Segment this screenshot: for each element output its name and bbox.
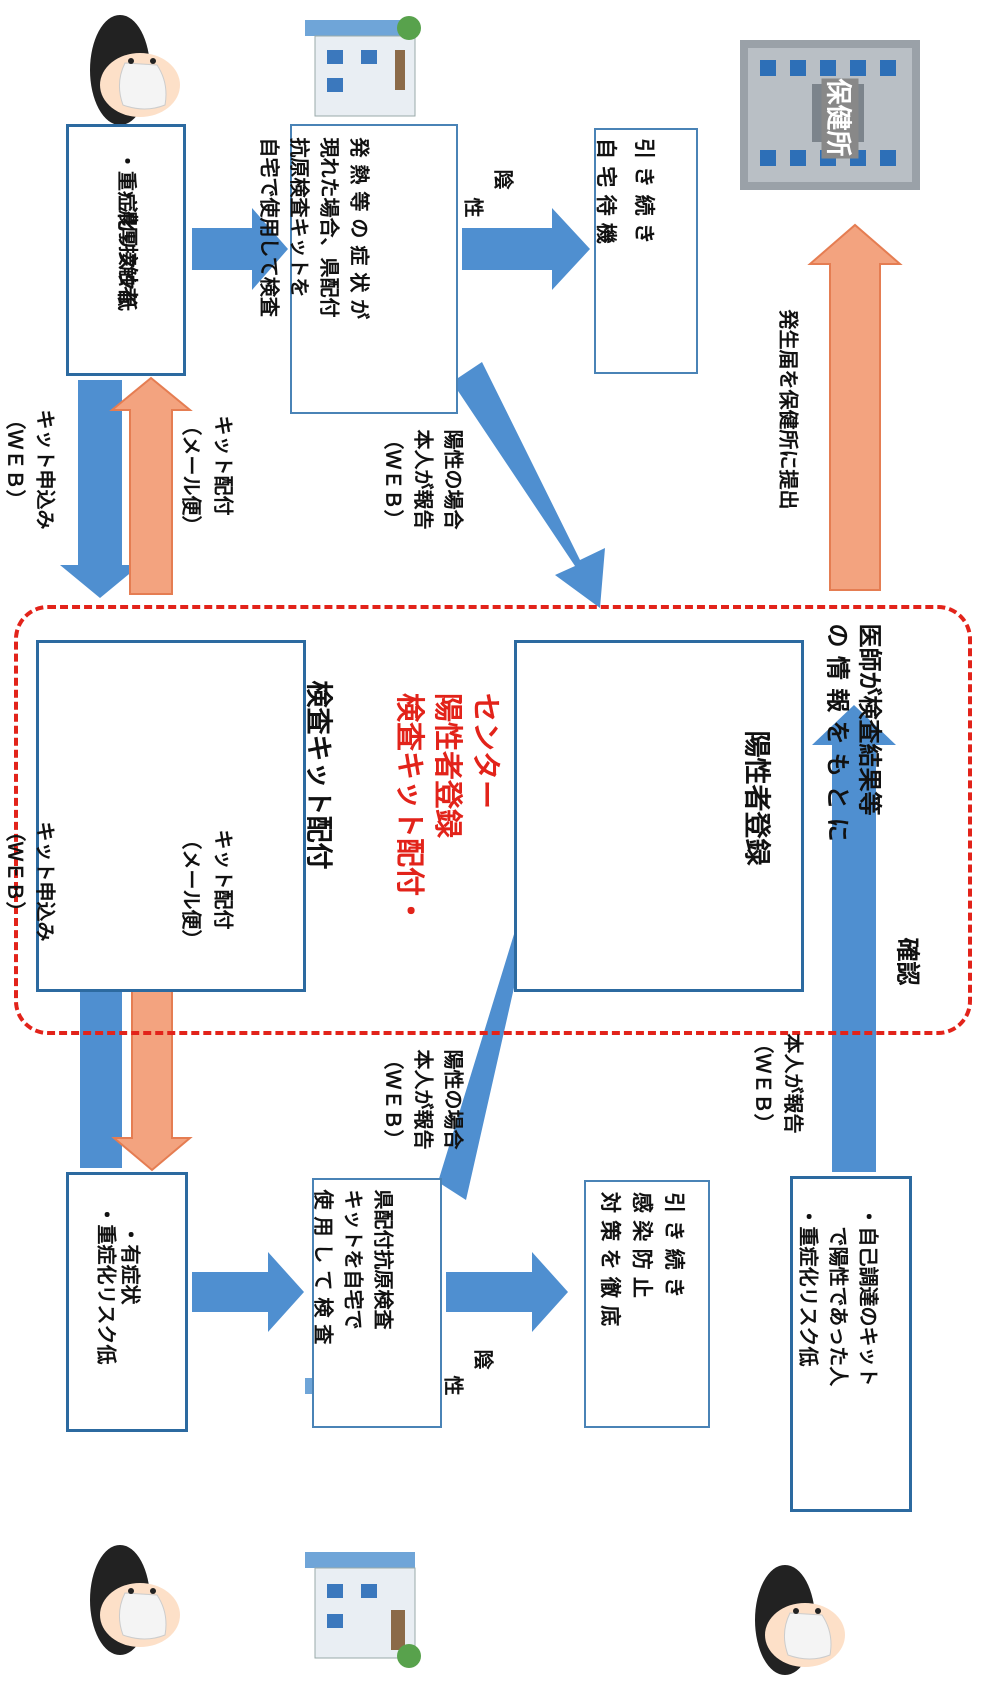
center-name-line1: 検査キット配付・ — [393, 693, 427, 926]
top-positive-label-line2: 本人が報告 — [411, 429, 436, 530]
top-test-line1: 発 熱 等 の 症 状 が — [347, 137, 372, 320]
house-icon-top — [305, 16, 421, 117]
top-negative-box — [594, 128, 698, 374]
kit-box-title: 検査キット配付 — [302, 680, 334, 870]
top-positive-label-line3: （ＷＥＢ） — [381, 429, 406, 530]
top-test-line2: 現れた場合、県配付 — [317, 137, 342, 318]
health-center-sign: 保健所 — [821, 78, 859, 159]
self-report-label-line1: 本人が報告 — [781, 1033, 806, 1134]
bottom-negative-label-line1: 陰 — [471, 1349, 496, 1370]
person-icon-top — [90, 15, 180, 125]
top-deliver-arrow — [109, 376, 193, 595]
top-negative-line1: 引 き 続 き — [632, 138, 656, 244]
top-negative-arrow — [462, 208, 590, 290]
registration-box-title: 陽性者登録 — [740, 730, 772, 866]
bottom-apply-label-line2: （ＷＥＢ） — [3, 821, 28, 922]
house-icon-bottom-body — [305, 1552, 421, 1668]
center-dashed-frame — [14, 605, 972, 1035]
bottom-deliver-label-line2: （メール便） — [179, 829, 204, 950]
self-kit-line2: で陽性であった人 — [826, 1206, 851, 1387]
top-negative-label-line2: 性 — [461, 197, 486, 218]
bottom-to-test-arrow — [192, 1252, 304, 1332]
bottom-positive-label-line3: （ＷＥＢ） — [381, 1049, 406, 1150]
bottom-test-box — [312, 1178, 442, 1428]
top-person-box: ・濃厚接触者 ・重症化リスク低 — [66, 124, 186, 376]
bottom-person-line2: ・重症化リスク低 — [94, 1204, 119, 1365]
bottom-negative-label-line2: 性 — [441, 1375, 466, 1396]
bottom-positive-label-line1: 陽性の場合 — [441, 1049, 466, 1150]
self-kit-line3: ・重症化リスク低 — [796, 1206, 821, 1367]
bottom-positive-label-line2: 本人が報告 — [411, 1049, 436, 1150]
bottom-apply-label-line1: キット申込み — [33, 821, 58, 942]
top-apply-arrow — [60, 380, 140, 598]
top-test-line4: 自宅で使用して検査 — [257, 137, 282, 317]
person-icon-bottom — [90, 1545, 180, 1655]
top-deliver-label-line1: キット配付 — [211, 415, 236, 516]
doctor-text-line2: の 情 報 を も と に — [823, 623, 852, 842]
center-name-line3: センター — [469, 693, 503, 810]
top-negative-label-line1: 陰 — [491, 169, 516, 190]
self-report-label-line2: （ＷＥＢ） — [751, 1033, 776, 1134]
doctor-text-line1: 医師が検査結果等 — [855, 623, 884, 816]
bottom-test-line2: キットを自宅で — [341, 1189, 366, 1330]
top-positive-arrow — [452, 362, 605, 608]
bottom-negative-line3: 対 策 を 徹 底 — [598, 1192, 622, 1327]
bottom-person-box — [66, 1172, 188, 1432]
bottom-negative-line1: 引 き 続 き — [662, 1192, 686, 1298]
top-deliver-label-line2: （メール便） — [179, 415, 204, 536]
submit-label: 発生届を保健所に提出 — [776, 309, 801, 510]
top-test-line3: 抗原検査キットを — [287, 137, 312, 298]
bottom-negative-arrow — [446, 1252, 568, 1332]
center-name-line2: 陽性者登録 — [431, 693, 465, 839]
bottom-deliver-label-line1: キット配付 — [211, 829, 236, 930]
top-positive-label-line1: 陽性の場合 — [441, 429, 466, 530]
bottom-negative-box — [584, 1180, 710, 1428]
kit-box — [36, 640, 306, 992]
top-negative-line2: 自 宅 待 機 — [594, 138, 618, 244]
self-kit-box — [790, 1176, 912, 1512]
doctor-text-line3: 確認 — [893, 937, 922, 986]
top-to-test-arrow — [192, 208, 288, 290]
top-person-line2: ・重症化リスク低 — [115, 151, 139, 311]
top-apply-label-line2: （ＷＥＢ） — [3, 409, 28, 510]
submit-arrow — [807, 223, 903, 591]
registration-box — [514, 640, 804, 992]
bottom-test-line3: 使 用 し て 検 査 — [311, 1189, 336, 1345]
self-kit-line1: ・自己調達のキット — [856, 1206, 881, 1387]
person-icon-self — [755, 1565, 845, 1675]
bottom-negative-line2: 感 染 防 止 — [630, 1192, 654, 1298]
top-apply-label-line1: キット申込み — [33, 409, 58, 530]
bottom-test-line1: 県配付抗原検査 — [371, 1189, 396, 1330]
self-report-arrow — [812, 705, 896, 1172]
top-test-box — [290, 124, 458, 414]
